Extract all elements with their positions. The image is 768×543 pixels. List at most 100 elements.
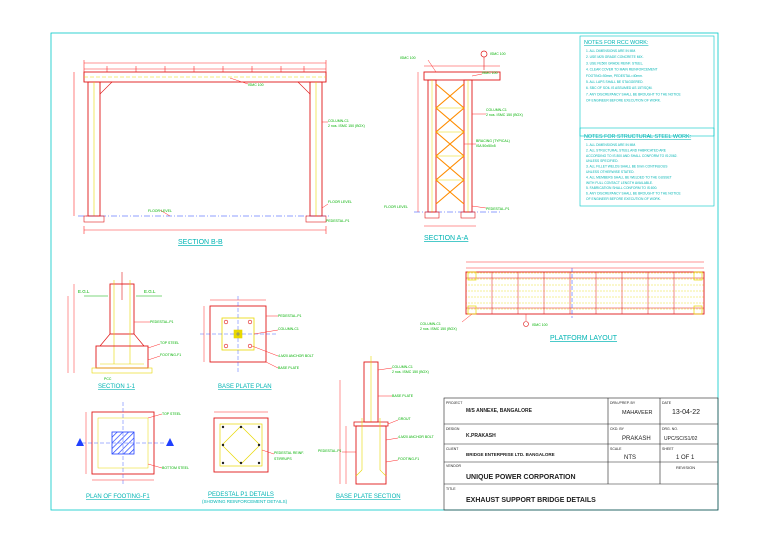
steel-note-line: 1. ALL DIMENSIONS ARE IN MM. — [586, 143, 636, 147]
tb-drn-label: DRN./PREP. BY — [610, 401, 636, 405]
tb-revision-label: REVISION — [676, 465, 695, 470]
notes-rcc-box — [579, 35, 715, 137]
bps-base-plate: BASE PLATE — [392, 394, 414, 398]
tb-design-label: DESIGN — [446, 427, 460, 431]
tb-scale-label: SCALE — [610, 447, 622, 451]
pedestal-stirrups-label: STIRRUPS — [274, 457, 292, 461]
section-a-beam-label: ISMC 100 — [482, 71, 498, 75]
plan-of-footing-view — [76, 402, 174, 484]
rcc-note-line: 6. SBC OF SOIL IS ASSUMED AS 15T/SQM. — [586, 86, 652, 90]
rcc-note-line: 4. CLEAR COVER TO MAIN REINFORCEMENT — [586, 68, 658, 72]
bps-grout: GROUT — [398, 417, 412, 421]
section-1-egl-left: E.G.L — [78, 289, 90, 294]
rcc-note-line: 5. ALL LAPS SHALL BE STAGGERED. — [586, 80, 643, 84]
pedestal-details-title: PEDESTAL P1 DETAILS — [208, 492, 274, 498]
tb-sheet-label: SHEET — [662, 447, 675, 451]
tb-client-label: CLIENT — [446, 447, 459, 451]
pedestal-reinf-label: PEDESTAL REINF. — [274, 451, 304, 455]
bps-column-label: COLUMN-C1 — [392, 365, 413, 369]
rcc-note-line: OF ENGINEER BEFORE EXECUTION OF WORK. — [586, 99, 661, 103]
tb-scale: NTS — [624, 455, 636, 461]
section-a-floor-label: FLOOR LEVEL — [384, 205, 408, 209]
base-plate-plan-view — [200, 296, 279, 372]
section-b-floor-label: FLOOR LEVEL — [328, 200, 352, 204]
notes-rcc-title: NOTES FOR RCC WORK: — [584, 40, 648, 46]
steel-note-line: 6. ANY DISCREPANCY SHALL BE BROUGHT TO T… — [586, 192, 682, 196]
section-a-top-label: ISMC 100 — [400, 56, 416, 60]
pedestal-details-subtitle: (SHOWING REINFORCEMENT DETAILS) — [202, 499, 288, 504]
section-b-floor-level-mark: FLOOR LEVEL — [148, 209, 172, 213]
section-1-pedestal-label: PEDESTAL-P1 — [150, 320, 174, 324]
tb-dwg-label: DRG. NO. — [662, 427, 678, 431]
section-b-view — [73, 60, 330, 234]
tb-chkd-label: CKD. BY — [610, 427, 625, 431]
steel-note-line: 3. ALL FILLET WELDS SHALL BE 6mm CONTINU… — [586, 165, 668, 169]
steel-note-line: UNLESS SPECIFIED. — [586, 159, 619, 163]
section-a-title: SECTION A-A — [424, 235, 469, 242]
section-1-footing-label: FOOTING-F1 — [160, 353, 181, 357]
platform-layout-view — [461, 261, 705, 327]
steel-note-line: WITH FULL CONTACT LENGTH AVAILABLE. — [586, 181, 653, 185]
bps-anchor: 4-M20 ANCHOR BOLT — [398, 435, 435, 439]
tb-title-label: TITLE — [446, 487, 456, 491]
bps-column-spec: 2 nos. ISMC 150 (BOX) — [392, 370, 429, 374]
platform-ismc-label: ISMC 100 — [532, 323, 548, 327]
notes-rcc-list: 1. ALL DIMENSIONS ARE IN MM.2. USE M25 G… — [586, 49, 682, 103]
section-1-view — [67, 272, 162, 374]
plan-of-footing-title: PLAN OF FOOTING-F1 — [86, 494, 150, 500]
section-a-column-label: COLUMN-C1 — [486, 108, 507, 112]
section-1-top-steel: TOP STEEL — [160, 341, 179, 345]
bpp-column-label: COLUMN-C1 — [278, 327, 299, 331]
section-b-ismc-label: ISMC 100 — [248, 83, 264, 87]
notes-steel-list: 1. ALL DIMENSIONS ARE IN MM.2. ALL STRUC… — [586, 143, 682, 201]
base-plate-section-title: BASE PLATE SECTION — [336, 494, 401, 500]
section-b-pedestal-label: PEDESTAL-P1 — [326, 219, 350, 223]
tb-project: M/S ANNEXE, BANGALORE — [466, 408, 533, 414]
notes-steel-box — [579, 127, 715, 207]
section-a-bracing-label: BRACING (TYPICAL) — [476, 139, 510, 143]
tb-date: 13-04-22 — [672, 409, 700, 416]
tb-project-label: PROJECT — [446, 401, 463, 405]
tb-design: K.PRAKASH — [466, 433, 496, 439]
section-a-view — [414, 50, 501, 227]
section-a-bracing-spec: ISA 50x50x5 — [476, 144, 496, 148]
tb-client: BRIDGE ENTERPRISE LTD. BANGALORE — [466, 452, 555, 457]
rcc-note-line: 1. ALL DIMENSIONS ARE IN MM. — [586, 49, 636, 53]
steel-note-line: 5. FABRICATION SHALL CONFORM TO IS:800. — [586, 186, 657, 190]
tb-vendor-label: VENDOR — [446, 464, 461, 468]
base-plate-plan-title: BASE PLATE PLAN — [218, 384, 272, 390]
steel-note-line: ACCORDING TO IS 800 AND SHALL CONFORM TO… — [586, 154, 678, 158]
bpp-base-plate-label: BASE PLATE — [278, 366, 300, 370]
bpp-anchor-label: 4-M20 ANCHOR BOLT — [278, 354, 315, 358]
tb-sheet: 1 OF 1 — [676, 455, 695, 461]
sheet-border — [50, 32, 719, 511]
section-1-egl-right: E.G.L — [144, 289, 156, 294]
title-block — [443, 397, 719, 511]
footing-top-steel: TOP STEEL — [162, 412, 181, 416]
tb-vendor: UNIQUE POWER CORPORATION — [466, 474, 576, 481]
section-a-column-spec: 2 nos. ISMC 150 (BOX) — [486, 113, 523, 117]
tb-chkd: PRAKASH — [622, 436, 651, 442]
pedestal-details-view — [213, 411, 275, 473]
tb-drn: MAHAVEER — [622, 410, 652, 416]
rcc-note-line: 7. ANY DISCREPANCY SHALL BE BROUGHT TO T… — [586, 92, 682, 96]
section-a-top-ismc: ISMC 100 — [490, 52, 506, 56]
notes-steel-title: NOTES FOR STRUCTURAL STEEL WORK: — [584, 134, 691, 140]
section-1-pcc: PCC — [104, 377, 112, 381]
section-1-title: SECTION 1-1 — [98, 384, 136, 390]
bps-footing: FOOTING-F1 — [398, 457, 419, 461]
footing-bottom-steel: BOTTOM STEEL — [162, 466, 189, 470]
section-b-column-spec: 2 nos. ISMC 150 (BOX) — [328, 124, 365, 128]
base-plate-section-view — [339, 356, 399, 485]
platform-column-spec: 2 nos. ISMC 150 (BOX) — [420, 327, 457, 331]
rcc-note-line: FOOTING=50mm, PEDESTAL=40mm. — [586, 74, 643, 78]
steel-note-line: 4. ALL MEMBERS SHALL BE WELDED TO THE GU… — [586, 175, 672, 179]
steel-note-line: 2. ALL STRUCTURAL STEEL AND FABRICATED A… — [586, 148, 667, 152]
tb-title: EXHAUST SUPPORT BRIDGE DETAILS — [466, 497, 596, 504]
bpp-pedestal-label: PEDESTAL-P1 — [278, 314, 302, 318]
tb-dwg: UPC/SC/S1/02 — [664, 436, 698, 442]
platform-column-label: COLUMN-C1 — [420, 322, 441, 326]
tb-date-label: DATE — [662, 401, 672, 405]
bps-pedestal: PEDESTAL-P1 — [318, 449, 342, 453]
